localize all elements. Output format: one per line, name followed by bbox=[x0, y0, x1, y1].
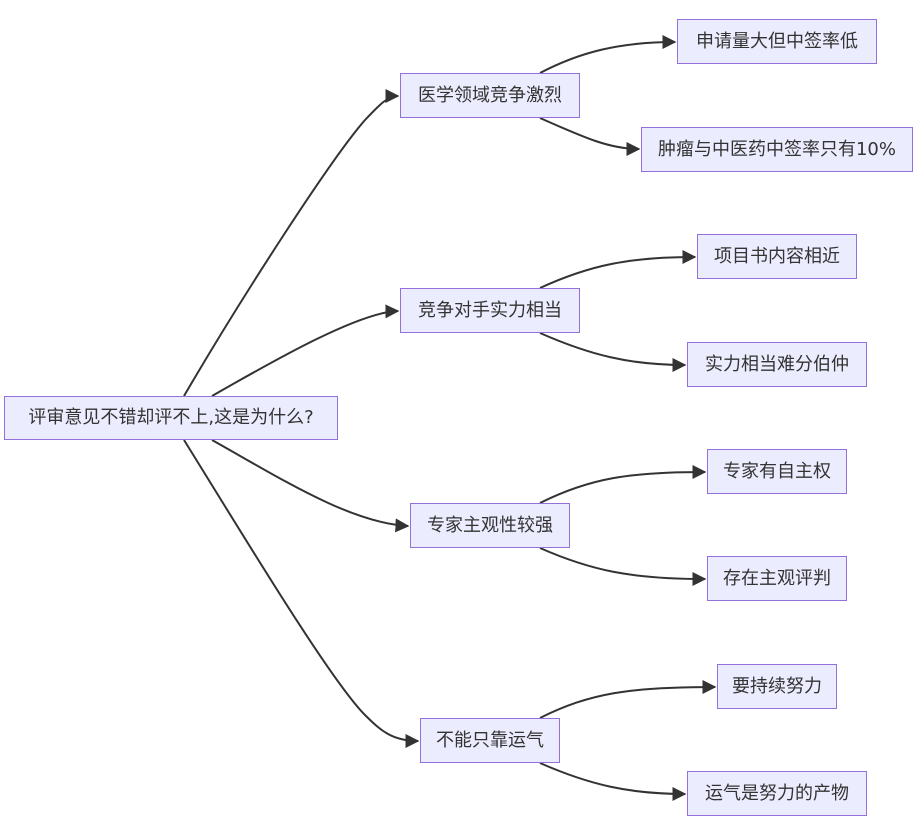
edge-root-to-branch-4 bbox=[183, 439, 420, 748]
leaf-node-ten-percent: 肿瘤与中医药中签率只有10% bbox=[641, 127, 913, 172]
leaf-label: 运气是努力的产物 bbox=[705, 782, 849, 804]
edge-branch-2-to-leaf-1 bbox=[539, 250, 697, 289]
branch-node-equal-rivals: 竞争对手实力相当 bbox=[400, 288, 580, 333]
leaf-node-expert-autonomy: 专家有自主权 bbox=[707, 449, 847, 494]
edge-branch-1-to-leaf-2 bbox=[539, 117, 641, 156]
branch-label: 不能只靠运气 bbox=[436, 729, 544, 751]
branch-label: 医学领域竞争激烈 bbox=[418, 84, 562, 106]
leaf-label: 要持续努力 bbox=[732, 675, 822, 697]
edge-root-to-branch-3 bbox=[211, 439, 410, 533]
branch-label: 竞争对手实力相当 bbox=[418, 299, 562, 321]
leaf-node-subjective-judgement: 存在主观评判 bbox=[707, 556, 847, 601]
branch-node-not-luck: 不能只靠运气 bbox=[420, 718, 560, 763]
leaf-label: 肿瘤与中医药中签率只有10% bbox=[657, 138, 896, 160]
leaf-label: 存在主观评判 bbox=[723, 567, 831, 589]
root-node: 评审意见不错却评不上,这是为什么? bbox=[4, 396, 338, 440]
edge-branch-1-to-leaf-1 bbox=[539, 35, 677, 74]
edge-branch-3-to-leaf-1 bbox=[539, 465, 707, 504]
leaf-node-similar-content: 项目书内容相近 bbox=[697, 234, 857, 279]
edge-branch-4-to-leaf-2 bbox=[539, 762, 687, 801]
leaf-label: 项目书内容相近 bbox=[714, 245, 840, 267]
edge-root-to-branch-1 bbox=[183, 89, 400, 397]
leaf-node-hard-to-tell: 实力相当难分伯仲 bbox=[687, 342, 867, 387]
edge-branch-4-to-leaf-1 bbox=[539, 680, 717, 719]
leaf-node-luck-from-effort: 运气是努力的产物 bbox=[687, 771, 867, 816]
branch-node-subjectivity: 专家主观性较强 bbox=[410, 503, 570, 548]
leaf-label: 申请量大但中签率低 bbox=[696, 30, 858, 52]
edge-root-to-branch-2 bbox=[211, 304, 400, 397]
leaf-label: 专家有自主权 bbox=[723, 460, 831, 482]
edge-branch-2-to-leaf-2 bbox=[539, 332, 687, 372]
root-label: 评审意见不错却评不上,这是为什么? bbox=[28, 407, 314, 428]
edge-branch-3-to-leaf-2 bbox=[539, 547, 707, 586]
leaf-label: 实力相当难分伯仲 bbox=[705, 353, 849, 375]
leaf-node-low-success-rate: 申请量大但中签率低 bbox=[677, 19, 877, 64]
branch-label: 专家主观性较强 bbox=[427, 514, 553, 536]
branch-node-competition: 医学领域竞争激烈 bbox=[400, 73, 580, 118]
leaf-node-keep-working: 要持续努力 bbox=[717, 664, 837, 709]
